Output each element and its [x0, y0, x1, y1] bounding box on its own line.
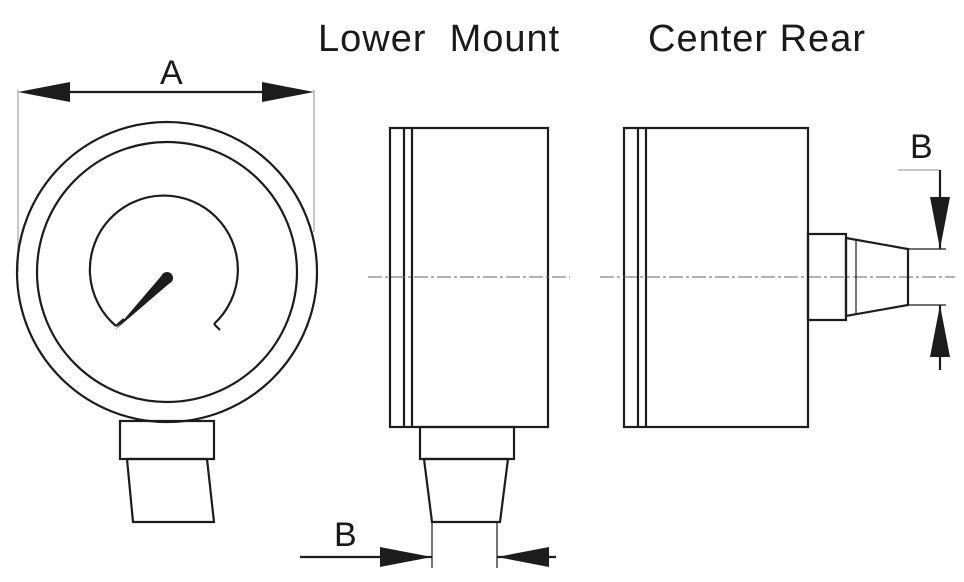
front-thread-connector [125, 457, 216, 524]
lower-mount-view [300, 126, 570, 568]
dimension-b-rear-label: B [910, 128, 933, 166]
dimension-b-lower-label: B [334, 516, 357, 554]
title-lower-mount: Lower Mount [318, 18, 561, 60]
center-rear-view [600, 126, 955, 429]
gauge-inner-ring [35, 140, 299, 404]
gauge-scale-arc-start [115, 318, 125, 327]
dimension-a-arrow-left [18, 82, 70, 102]
front-view [15, 82, 319, 524]
dimension-a-arrow-right [262, 82, 314, 102]
gauge-scale-arc-end [213, 323, 221, 331]
gauge-needle [115, 274, 171, 330]
lower-thread-connector [422, 457, 510, 524]
title-center-rear: Center Rear [648, 18, 866, 60]
dimension-b-lower-arrow-right [497, 547, 549, 567]
gauge-needle-hub [161, 272, 173, 284]
front-socket-block [118, 419, 216, 461]
dimension-b-rear-arrow-bottom [930, 305, 950, 357]
dimension-b-rear-arrow-top [930, 197, 950, 249]
gauge-scale-arc [88, 194, 239, 327]
lower-socket-block [418, 425, 516, 461]
dimension-b-lower-arrow-left [380, 547, 432, 567]
dimension-a-label: A [160, 54, 183, 92]
